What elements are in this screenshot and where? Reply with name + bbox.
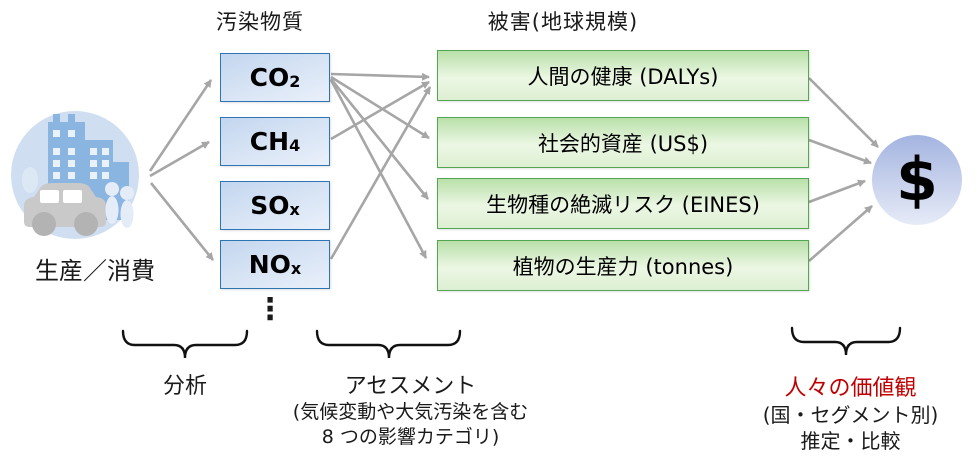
pollutant-label: CO — [249, 63, 290, 92]
brace-values — [790, 326, 902, 356]
arrow-nox-health — [329, 86, 432, 260]
analysis-note: 分析 — [125, 368, 245, 400]
damage-box-plants: 植物の生産力 (tonnes) — [437, 240, 809, 291]
brace-analysis — [121, 329, 249, 359]
damages-header: 被害(地球規模) — [487, 10, 639, 34]
assessment-note-line1: (気候変動や大気汚染を含む — [292, 401, 529, 423]
dollar-icon: $ — [896, 145, 938, 215]
arrow-ch4-health — [330, 80, 430, 141]
pollutant-label: CH — [249, 127, 290, 156]
people-icon — [105, 182, 134, 228]
arrow-co2-species — [329, 78, 430, 200]
dollar-circle: $ — [872, 135, 962, 225]
pollutants-header: 汚染物質 — [216, 10, 304, 34]
arrow-source-nox — [149, 182, 215, 261]
city-icon — [11, 111, 139, 239]
damage-label: 生物種の絶滅リスク (EINES) — [486, 192, 760, 217]
analysis-label: 分析 — [162, 374, 207, 399]
damage-label: 植物の生産力 (tonnes) — [512, 254, 734, 279]
assessment-note: アセスメント (気候変動や大気汚染を含む 8 つの影響カテゴリ) — [278, 368, 543, 450]
car-icon — [24, 183, 106, 236]
flow-arrows — [148, 72, 879, 262]
damage-box-species: 生物種の絶滅リスク (EINES) — [437, 178, 809, 229]
arrow-source-co2 — [148, 79, 213, 172]
values-note-line1: (国・セグメント別) — [762, 403, 939, 427]
source-label: 生産／消費 — [35, 257, 155, 285]
damage-box-health: 人間の健康 (DALYs) — [437, 50, 809, 101]
brace-assessment — [315, 329, 462, 359]
damage-box-assets: 社会的資産 (US$) — [437, 117, 809, 168]
arrow-co2-assets — [330, 75, 430, 140]
assessment-note-line2: 8 つの影響カテゴリ) — [321, 426, 500, 449]
pollutant-label: NO — [248, 250, 291, 279]
arrow-species-dollar — [808, 179, 866, 204]
damage-label: 人間の健康 (DALYs) — [527, 64, 719, 89]
assessment-label: アセスメント — [344, 374, 477, 399]
arrow-health-dollar — [808, 77, 879, 148]
arrow-co2-plants — [329, 79, 428, 259]
tree-icon — [22, 167, 38, 193]
vertical-ellipsis: ⋮ — [255, 292, 285, 327]
values-note: 人々の価値観 (国・セグメント別) 推定・比較 — [743, 370, 958, 455]
braces — [121, 326, 902, 359]
values-label: 人々の価値観 — [784, 376, 917, 401]
damage-label: 社会的資産 (US$) — [537, 131, 709, 156]
arrow-plants-dollar — [808, 205, 873, 262]
arrow-co2-health — [330, 72, 430, 81]
arrow-assets-dollar — [808, 138, 872, 165]
values-note-line2: 推定・比較 — [800, 429, 901, 454]
building-windows — [53, 130, 109, 179]
pollutant-label: SO — [250, 191, 290, 220]
arrow-source-ch4 — [149, 140, 210, 178]
